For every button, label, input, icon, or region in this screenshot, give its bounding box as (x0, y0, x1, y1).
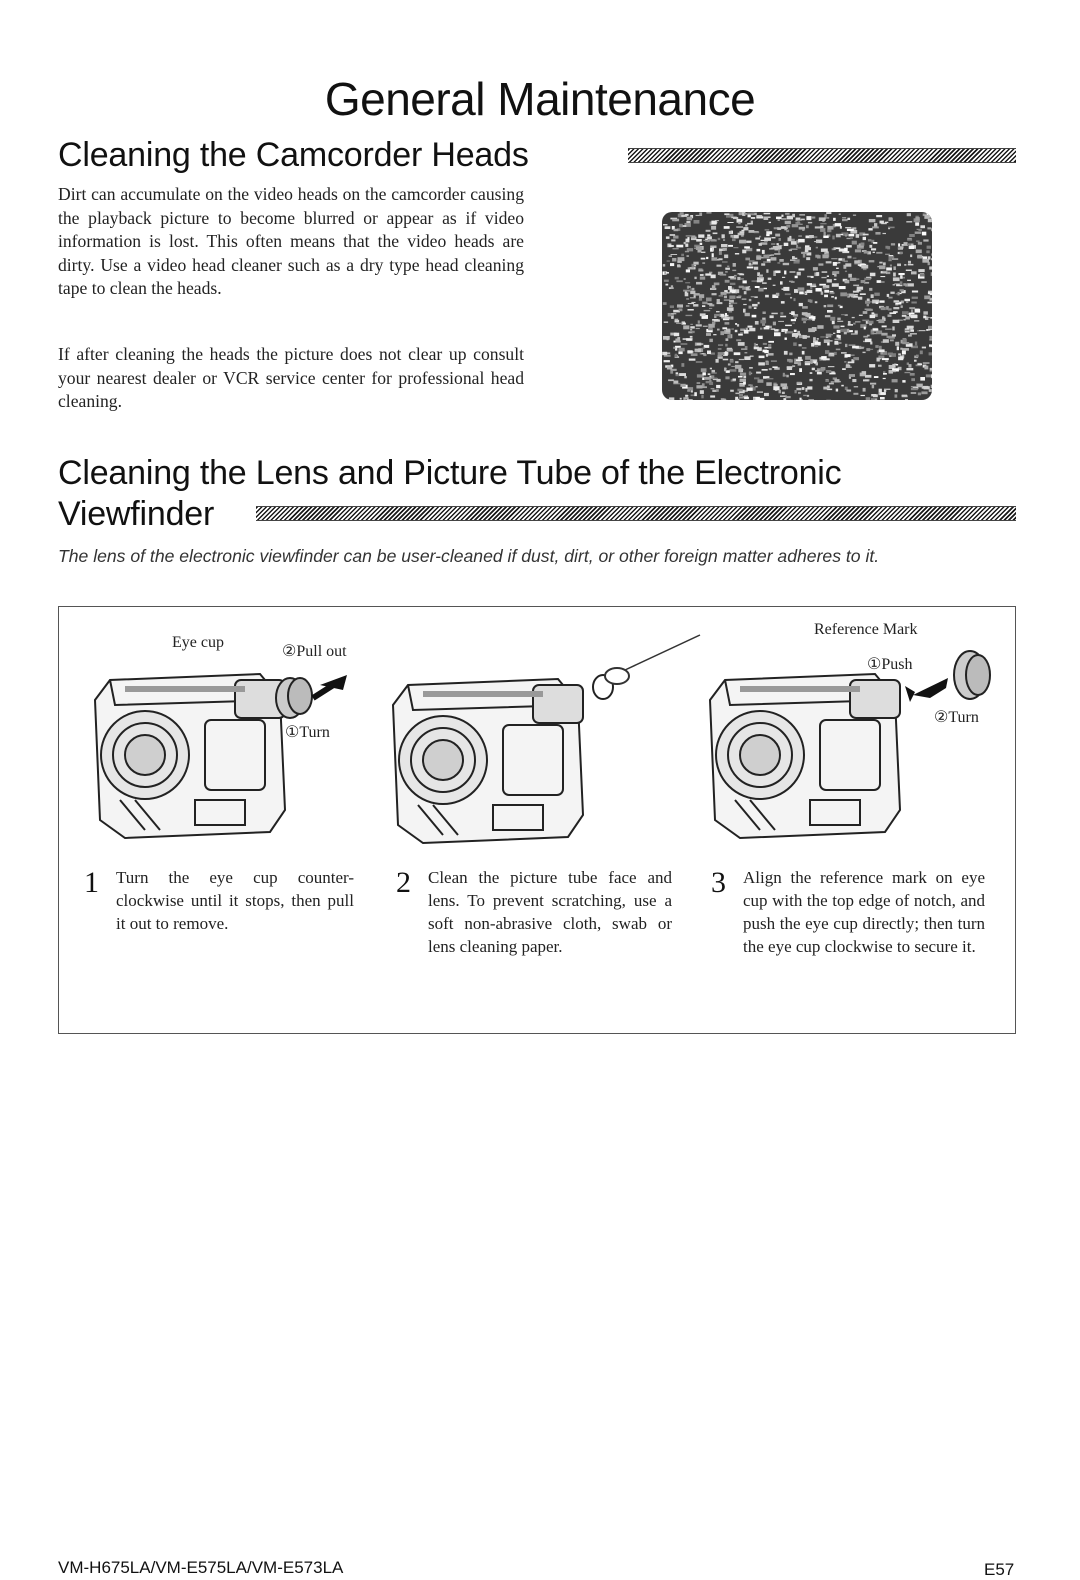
section1-paragraph-1: Dirt can accumulate on the video heads o… (58, 183, 524, 301)
heading-rule (628, 148, 1016, 163)
page-title: General Maintenance (0, 72, 1080, 126)
label-reference-mark: Reference Mark (814, 621, 918, 639)
step-number: 3 (711, 868, 726, 898)
footer-model-numbers: VM-H675LA/VM-E575LA/VM-E573LA (58, 1558, 343, 1578)
step-number: 2 (396, 868, 411, 898)
section-heading-camcorder-heads: Cleaning the Camcorder Heads (58, 134, 529, 176)
section1-paragraph-2: If after cleaning the heads the picture … (58, 343, 524, 414)
step-text: Align the reference mark on eye cup with… (743, 866, 985, 958)
label-pull-out: ②Pull out (282, 641, 347, 661)
label-eye-cup: Eye cup (172, 634, 224, 652)
camcorder-illustration-step-3 (700, 650, 1000, 845)
camcorder-illustration-step-1 (85, 660, 355, 845)
section-heading-viewfinder: Viewfinder (58, 493, 214, 535)
label-turn-step-3: ②Turn (934, 707, 979, 727)
section-heading-lens-cleaning: Cleaning the Lens and Picture Tube of th… (58, 452, 841, 494)
label-turn-step-1: ①Turn (285, 722, 330, 742)
step-number: 1 (84, 868, 99, 898)
step-text: Turn the eye cup counter-clockwise until… (116, 866, 354, 935)
step-text: Clean the picture tube face and lens. To… (428, 866, 672, 958)
section2-intro: The lens of the electronic viewfinder ca… (58, 545, 1023, 567)
heading-rule (256, 506, 1016, 521)
camcorder-illustration-step-2 (383, 665, 623, 850)
footer-page-number: E57 (984, 1560, 1014, 1580)
noisy-playback-picture (662, 212, 932, 400)
label-push: ①Push (867, 654, 912, 674)
cleaning-swab-icon (595, 630, 705, 700)
